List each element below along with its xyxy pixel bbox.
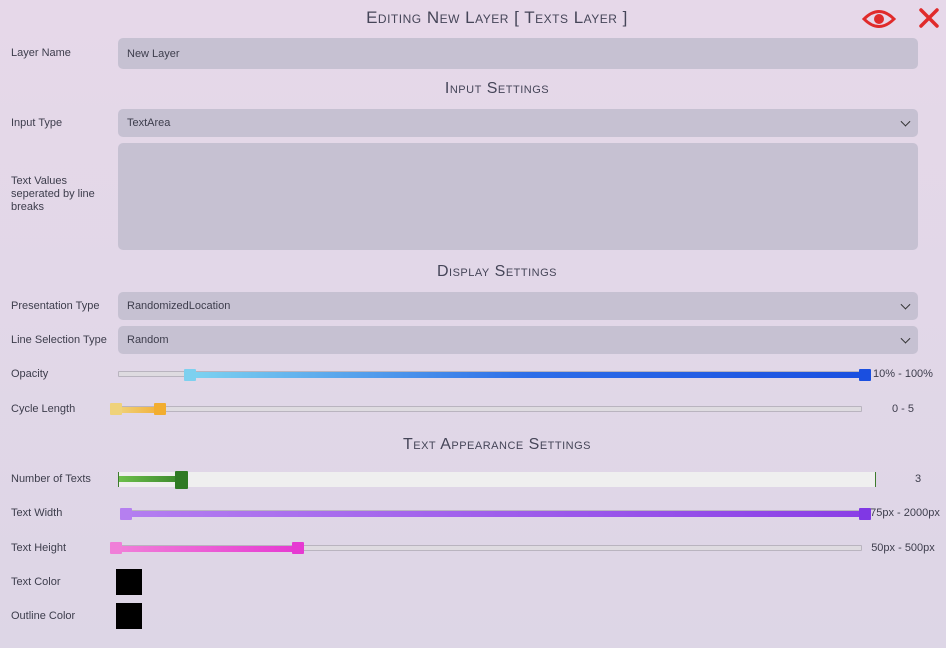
input-type-label: Input Type (11, 117, 63, 129)
chevron-down-icon (900, 116, 911, 127)
number-of-texts-label: Number of Texts (11, 473, 91, 485)
opacity-min-handle[interactable] (184, 369, 196, 381)
input-type-select[interactable]: TextArea (118, 109, 918, 137)
chevron-down-icon (900, 299, 911, 310)
presentation-type-label: Presentation Type (11, 300, 100, 312)
number-of-texts-value: 3 (914, 473, 922, 485)
cycle-length-label: Cycle Length (11, 403, 76, 415)
text-height-value: 50px - 500px (871, 542, 935, 554)
outline-color-label: Outline Color (11, 610, 76, 622)
text-width-label: Text Width (11, 507, 63, 519)
input-type-value: TextArea (127, 117, 171, 129)
chevron-down-icon (900, 333, 911, 344)
opacity-max-handle[interactable] (859, 369, 871, 381)
text-height-max-handle[interactable] (292, 542, 304, 554)
text-color-swatch[interactable] (116, 569, 142, 595)
cycle-length-slider-track[interactable] (116, 406, 862, 412)
line-selection-type-label: Line Selection Type (11, 334, 107, 346)
eye-icon[interactable] (861, 8, 897, 30)
text-width-value: 75px - 2000px (870, 507, 940, 519)
line-selection-type-select[interactable]: Random (118, 326, 918, 354)
input-settings-heading: Input Settings (444, 80, 550, 97)
outline-color-swatch[interactable] (116, 603, 142, 629)
line-selection-type-value: Random (127, 334, 169, 346)
presentation-type-select[interactable]: RandomizedLocation (118, 292, 918, 320)
text-height-label: Text Height (11, 542, 67, 554)
cycle-length-value: 0 - 5 (891, 403, 914, 415)
text-values-textarea[interactable] (118, 143, 918, 250)
layer-name-input[interactable]: New Layer (118, 38, 918, 69)
layer-name-label: Layer Name (11, 47, 71, 59)
text-width-min-handle[interactable] (120, 508, 132, 520)
number-of-texts-handle[interactable] (175, 471, 188, 489)
number-of-texts-slider-track[interactable] (118, 472, 876, 487)
page-title: Editing New Layer [ Texts Layer ] (366, 8, 628, 27)
number-of-texts-slider-fill (119, 476, 179, 482)
text-values-label: Text Values seperated by line breaks (11, 175, 95, 213)
opacity-value: 10% - 100% (873, 368, 933, 380)
text-height-slider-fill (117, 546, 298, 552)
text-width-max-handle[interactable] (859, 508, 871, 520)
cycle-length-max-handle[interactable] (154, 403, 166, 415)
close-icon[interactable] (918, 7, 940, 29)
opacity-slider-fill (190, 372, 865, 378)
opacity-label: Opacity (11, 368, 49, 380)
display-settings-heading: Display Settings (436, 263, 558, 280)
text-width-slider-fill (126, 511, 866, 517)
text-height-min-handle[interactable] (110, 542, 122, 554)
cycle-length-slider-fill (117, 407, 160, 413)
text-appearance-heading: Text Appearance Settings (402, 436, 592, 453)
text-color-label: Text Color (11, 576, 61, 588)
presentation-type-value: RandomizedLocation (127, 300, 231, 312)
cycle-length-min-handle[interactable] (110, 403, 122, 415)
